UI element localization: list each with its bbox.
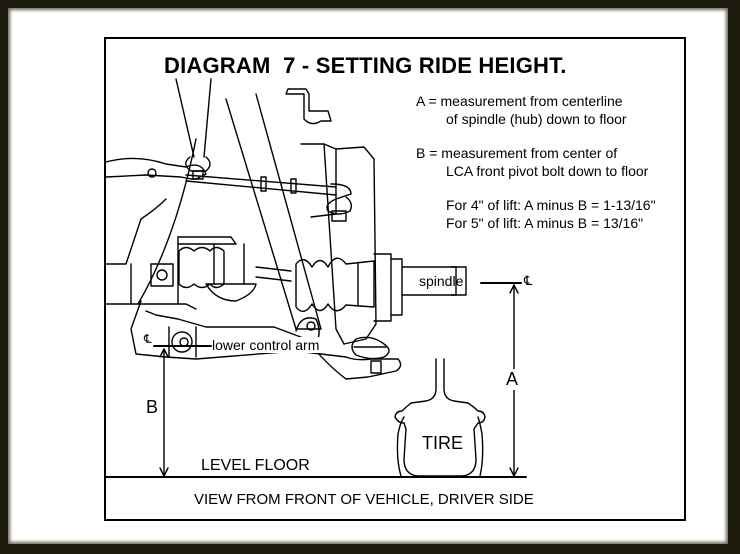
hub-assembly xyxy=(373,253,467,322)
note-a-line1: A = measurement from centerline xyxy=(416,93,623,109)
level-floor-label: LEVEL FLOOR xyxy=(201,457,310,474)
idler-arm xyxy=(175,78,212,180)
centerline-a-symbol: ℄ xyxy=(524,273,533,288)
spindle-label: spindle xyxy=(419,273,464,289)
tie-rod xyxy=(106,157,353,222)
centerline-b-symbol: ℄ xyxy=(144,332,152,346)
suspension-drawing xyxy=(106,78,527,478)
lca-pivot-bolt xyxy=(168,326,197,358)
dimension-b-label: B xyxy=(146,397,159,417)
dimension-a-label: A xyxy=(506,369,519,390)
note-b-line1: B = measurement from center of xyxy=(416,145,618,161)
note-lift-5: For 5" of lift: A minus B = 13/16" xyxy=(446,215,644,231)
diagram-frame: DIAGRAM 7 - SETTING RIDE HEIGHT. A = mea… xyxy=(104,37,686,521)
dimension-b-arrow xyxy=(159,348,169,477)
lower-control-arm-label: lower control arm xyxy=(212,337,320,353)
vehicle-frame xyxy=(106,138,237,310)
tire-shape xyxy=(394,358,486,477)
tire-label: TIRE xyxy=(422,433,464,453)
note-lift-4: For 4" of lift: A minus B = 1-13/16" xyxy=(446,197,656,213)
note-b-line2: LCA front pivot bolt down to floor xyxy=(446,163,649,179)
inner-cv-boot xyxy=(178,243,292,302)
diagram-title: DIAGRAM 7 - SETTING RIDE HEIGHT. xyxy=(164,53,567,78)
view-caption: VIEW FROM FRONT OF VEHICLE, DRIVER SIDE xyxy=(194,491,534,508)
outer-cv-boot xyxy=(295,257,375,312)
centerline-lines xyxy=(153,282,522,347)
shock-absorber xyxy=(225,93,322,330)
note-a-line2: of spindle (hub) down to floor xyxy=(446,111,627,127)
